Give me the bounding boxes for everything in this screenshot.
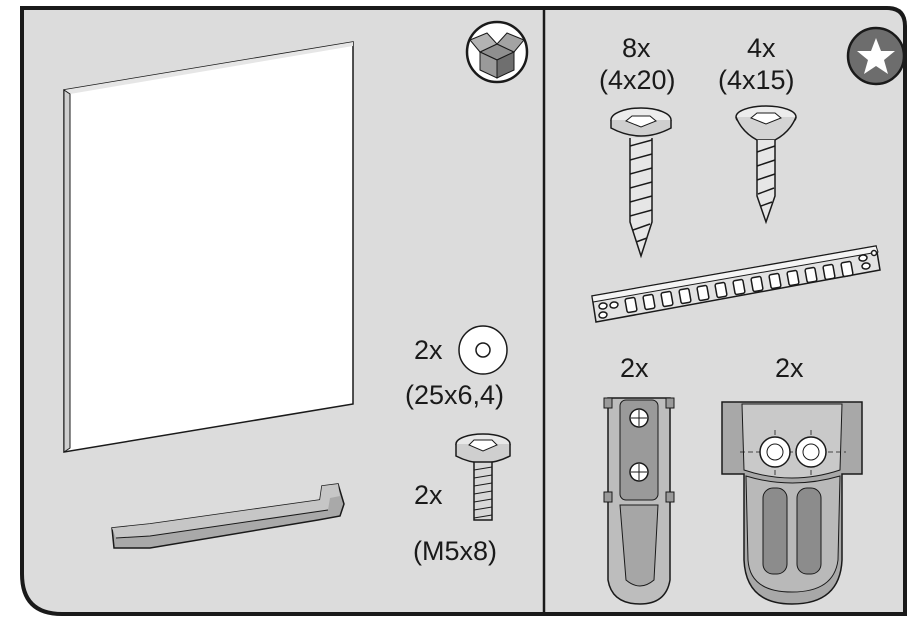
washer-size: (25x6,4) bbox=[405, 380, 505, 410]
screw-small-qty: 4x bbox=[747, 33, 776, 63]
bolt-qty: 2x bbox=[414, 480, 443, 510]
screw-4x15 bbox=[735, 105, 797, 225]
door-panel bbox=[63, 41, 354, 453]
door-handle bbox=[111, 483, 345, 549]
clip-single-qty: 2x bbox=[620, 353, 649, 383]
screw-large-size: (4x20) bbox=[599, 65, 676, 95]
mounting-strip bbox=[591, 245, 881, 323]
screw-large-qty: 8x bbox=[622, 33, 651, 63]
clip-double-qty: 2x bbox=[775, 353, 804, 383]
washer bbox=[458, 325, 508, 375]
screw-4x20 bbox=[610, 107, 672, 259]
bolt-size: (M5x8) bbox=[413, 536, 498, 566]
screw-small-size: (4x15) bbox=[718, 65, 795, 95]
star-badge-icon bbox=[846, 26, 906, 86]
washer-qty: 2x bbox=[414, 335, 443, 365]
bolt-m5 bbox=[455, 433, 511, 521]
clip-single bbox=[603, 397, 675, 605]
clip-double bbox=[721, 401, 863, 605]
open-box-icon bbox=[465, 20, 529, 84]
